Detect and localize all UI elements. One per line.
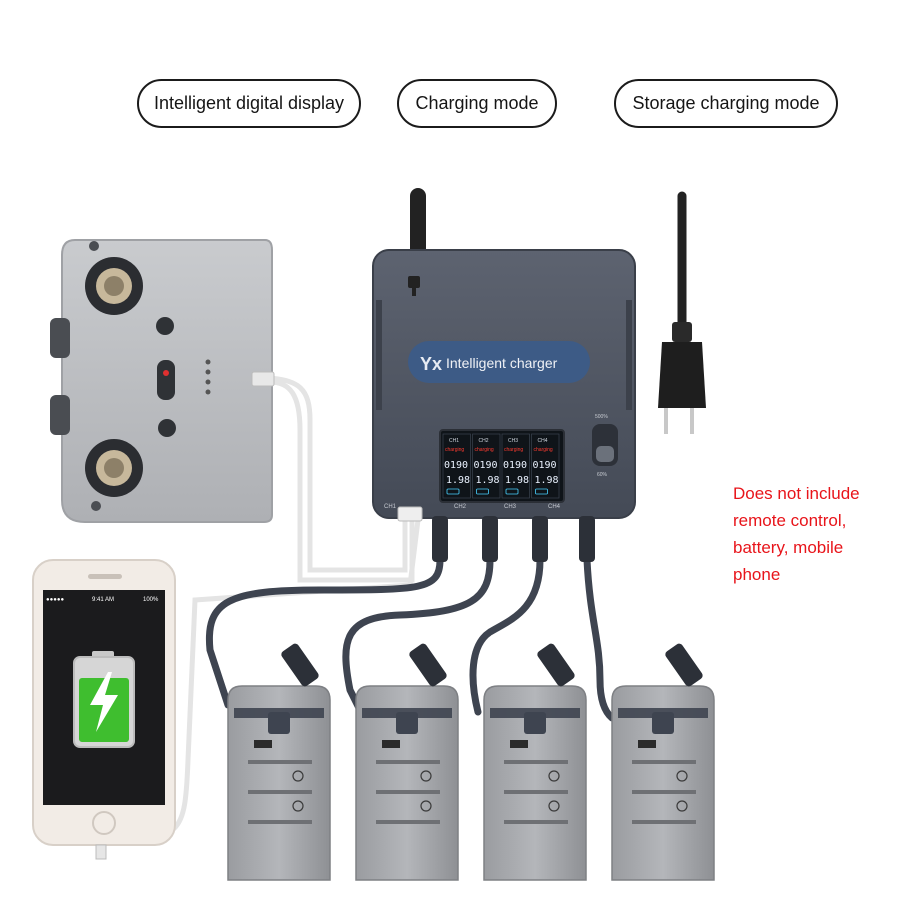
remote-controller	[50, 239, 275, 523]
lcd-battery-icon	[505, 488, 519, 495]
power-plug-icon	[658, 342, 706, 408]
lcd-channel-status: charging	[445, 447, 464, 453]
right-stick	[85, 439, 143, 497]
lcd-channel-name: CH3	[508, 438, 518, 444]
drone-battery-3	[483, 643, 587, 881]
lcd-channel-reading2: 1.98	[535, 475, 559, 486]
usb-port-plug	[397, 506, 423, 522]
lcd-channel-status: charging	[504, 447, 523, 453]
feature-pill-digital-display: Intelligent digital display	[137, 79, 361, 128]
lcd-channel-status: charging	[534, 447, 553, 453]
phone-status-battery: 100%	[143, 597, 159, 603]
lcd-channel-name: CH2	[479, 438, 489, 444]
left-grip-lower	[50, 395, 70, 435]
battery-plugs	[432, 516, 595, 562]
exclusion-note: Does not include remote control, battery…	[733, 484, 860, 584]
port-label-ch3: CH3	[504, 504, 517, 510]
port-label-ch4: CH4	[548, 504, 561, 510]
battery-cables	[205, 556, 616, 722]
lcd-channel-1: CH1 charging 0190 1.98	[442, 433, 471, 499]
power-cord	[658, 191, 706, 434]
drone-battery-1	[227, 643, 331, 881]
lcd-channel-3: CH3 charging 0190 1.98	[501, 433, 530, 499]
switch-bottom-label: 60%	[597, 472, 608, 478]
lcd-channel-reading2: 1.98	[505, 475, 529, 486]
port-label-ch1: CH1	[384, 504, 397, 510]
battery-charging-icon	[73, 651, 135, 748]
lcd-channel-2: CH2 charging 0190 1.98	[472, 433, 501, 499]
power-button-icon	[158, 419, 176, 437]
charger-label-badge	[408, 341, 590, 383]
lcd-display: CH1charging01901.98CH2charging01901.98CH…	[439, 429, 565, 503]
charger-label: Intelligent charger	[446, 355, 558, 371]
lcd-battery-icon	[535, 488, 548, 495]
lcd-channel-4: CH4 charging 0190 1.98	[531, 433, 560, 499]
lcd-channel-reading1: 0190	[474, 460, 498, 471]
smartphone: ●●●●● 9:41 AM 100%	[32, 559, 176, 860]
lcd-battery-icon	[446, 488, 460, 495]
drone-battery-4	[611, 643, 715, 881]
lcd-channel-name: CH1	[449, 438, 459, 444]
power-inlet-icon	[408, 276, 420, 296]
drone-battery-2	[355, 643, 459, 881]
lcd-channel-reading2: 1.98	[446, 475, 470, 486]
storage-mode-switch[interactable]: 500% 60%	[592, 414, 618, 478]
charger-hub: Yx Intelligent charger CH1charging01901.…	[372, 249, 636, 519]
lcd-channel-name: CH4	[538, 438, 548, 444]
phone-status-time: 9:41 AM	[92, 597, 114, 603]
mode-switch	[157, 360, 175, 400]
port-label-ch2: CH2	[454, 504, 467, 510]
phone-status-signal: ●●●●●	[46, 597, 64, 603]
lcd-channel-reading2: 1.98	[476, 475, 500, 486]
lcd-channel-reading1: 0190	[503, 460, 527, 471]
lcd-channel-reading1: 0190	[444, 460, 468, 471]
feature-pill-charging-mode: Charging mode	[397, 79, 557, 128]
left-grip	[50, 318, 70, 358]
lcd-battery-icon	[476, 488, 489, 495]
function-button-icon	[156, 317, 174, 335]
feature-pill-storage-mode: Storage charging mode	[614, 79, 838, 128]
lcd-channel-status: charging	[475, 447, 494, 453]
lcd-channel-reading1: 0190	[533, 460, 557, 471]
left-stick	[85, 257, 143, 315]
brand-logo: Yx	[420, 354, 442, 374]
switch-top-label: 500%	[595, 414, 608, 420]
